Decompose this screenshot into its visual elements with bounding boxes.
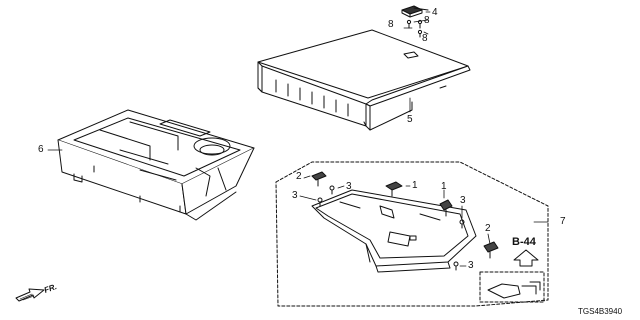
front-direction-arrow	[15, 288, 45, 302]
callout-6: 6	[38, 144, 44, 155]
callout-7: 7	[560, 216, 566, 227]
callout-2-right: 2	[485, 223, 491, 234]
reference-code-b44: B-44	[512, 236, 536, 248]
callout-3-left: 3	[292, 190, 298, 201]
leader-lines	[47, 11, 549, 267]
callout-3-right: 3	[460, 195, 466, 206]
lower-floor-tray	[311, 189, 477, 273]
inset-detail	[479, 271, 545, 303]
callout-8-right: 8	[424, 15, 430, 26]
callout-5: 5	[407, 114, 413, 125]
diagram-id: TGS4B3940	[578, 307, 623, 316]
part7-fasteners	[311, 171, 499, 271]
callout-2-left: 2	[296, 171, 302, 182]
part7-group-boundary	[275, 161, 549, 307]
under-floor-box	[57, 109, 255, 221]
callout-3-lower: 3	[468, 260, 474, 271]
cover-clip-assembly	[401, 5, 429, 38]
callout-8-bottom: 8	[422, 33, 428, 44]
callout-1-upper: 1	[412, 180, 418, 191]
callout-1-right: 1	[441, 181, 447, 192]
callout-4: 4	[432, 7, 438, 18]
floor-cover-panel	[257, 29, 471, 131]
callout-8-left: 8	[388, 19, 394, 30]
reference-arrow	[513, 249, 539, 267]
callout-3-upper: 3	[346, 181, 352, 192]
